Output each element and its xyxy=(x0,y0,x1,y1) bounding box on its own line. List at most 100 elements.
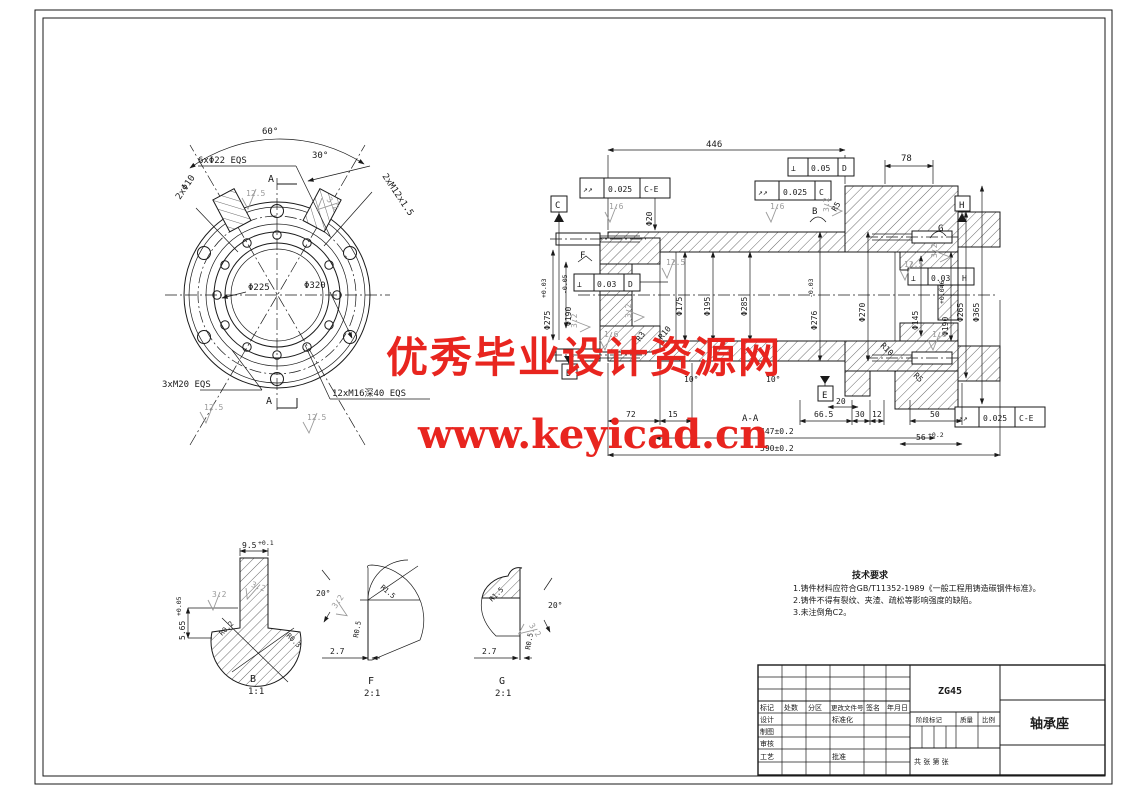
section-a-top: A xyxy=(268,174,274,185)
tb-material: ZG45 xyxy=(938,686,962,697)
svg-text:1.6: 1.6 xyxy=(932,330,947,339)
dim-phi276-tol: -0.03 xyxy=(807,278,815,298)
roughness-front-top: 12.5 xyxy=(241,188,265,211)
front-view: 60° 30° 6xΦ22 EQS 2xΦ10 2xM12x1.5 Φ225 Φ… xyxy=(162,127,430,446)
dim-phi175: Φ175 xyxy=(675,297,684,316)
tb-h-docno: 更改文件号 xyxy=(831,703,864,712)
dim-56: 56 xyxy=(916,433,926,442)
dim-50: 50 xyxy=(930,410,940,419)
svg-text:12.5: 12.5 xyxy=(666,258,685,267)
watermark-line-1: 优秀毕业设计资源网 xyxy=(386,333,782,382)
detail-g-angle: 20° xyxy=(548,601,562,610)
svg-text:↗↗: ↗↗ xyxy=(958,414,968,423)
angle-10-right: 10° xyxy=(766,375,780,384)
svg-text:0.025: 0.025 xyxy=(783,188,807,197)
dim-78: 78 xyxy=(901,154,912,164)
tb-h-zone: 分区 xyxy=(808,703,822,712)
svg-text:D: D xyxy=(566,369,571,379)
detail-marker-f: F xyxy=(577,251,593,263)
dim-phi276: Φ276 xyxy=(810,311,819,330)
svg-text:C: C xyxy=(555,201,560,211)
detail-b-dim-565-tol: +0.05 xyxy=(175,596,183,616)
svg-text:F: F xyxy=(580,251,585,261)
detail-g-r05: R0.5 xyxy=(524,632,535,650)
tb-h-mark: 标记 xyxy=(760,703,774,712)
roughness-sv-2: 1.6 xyxy=(765,202,785,224)
svg-text:12.5: 12.5 xyxy=(246,189,265,198)
detail-b-scale: 1:1 xyxy=(248,687,264,697)
tech-requirements: 技术要求 1.铸件材料应符合GB/T11352-1989《一般工程用铸造碳钢件标… xyxy=(793,569,1041,617)
svg-text:0.025: 0.025 xyxy=(983,414,1007,423)
svg-text:C: C xyxy=(819,188,824,197)
callout-2xphi10: 2xΦ10 xyxy=(174,174,197,202)
svg-text:3.2: 3.2 xyxy=(212,590,227,599)
svg-text:H: H xyxy=(959,201,964,211)
dim-phi190r-tol: +0.046 xyxy=(938,280,946,304)
rad-r5-top: R5 xyxy=(830,200,843,213)
dim-phi20: Φ20 xyxy=(645,211,654,226)
roughness-sv-7: 3.2 xyxy=(624,303,646,323)
angle-30: 30° xyxy=(312,151,328,161)
dim-phi195: Φ195 xyxy=(703,297,712,316)
datum-d: D xyxy=(561,356,578,380)
detail-f-dim-27: 2.7 xyxy=(330,647,345,656)
svg-text:G: G xyxy=(938,224,943,234)
svg-text:0.03: 0.03 xyxy=(931,274,950,283)
detail-marker-g: G xyxy=(929,224,947,239)
tb-h-sign: 签名 xyxy=(866,703,880,712)
section-a-bottom: A xyxy=(266,396,272,407)
tb-approve: 批准 xyxy=(832,752,846,761)
svg-text:3.2: 3.2 xyxy=(330,593,346,610)
datum-h: H xyxy=(954,195,971,222)
svg-text:3.2: 3.2 xyxy=(624,303,633,318)
detail-f-r15: R1.5 xyxy=(379,583,397,600)
svg-text:1.6: 1.6 xyxy=(770,202,785,211)
watermark-line-2: www.keyicad.cn xyxy=(417,411,768,458)
front-bolt-holes-outer xyxy=(197,204,357,386)
title-block: 标记 处数 分区 更改文件号 签名 年月日 设计 制图 审核 工艺 标准化 批准… xyxy=(757,664,1106,776)
tb-row-draw: 制图 xyxy=(760,727,774,736)
tech-line-2: 2.铸件不得有裂纹、夹渣、疏松等影响强度的缺陷。 xyxy=(793,595,977,605)
gdt-runout-right: ↗↗ 0.025 C xyxy=(754,180,832,201)
dim-446: 446 xyxy=(706,140,722,150)
dim-phi275: Φ275 xyxy=(543,311,552,330)
dim-20b: 20 xyxy=(836,397,846,406)
svg-text:⊥: ⊥ xyxy=(791,164,796,173)
slant-boss-right xyxy=(302,188,342,233)
svg-text:12.5: 12.5 xyxy=(904,260,923,269)
drawing-frame xyxy=(34,9,1113,785)
detail-f-title: F xyxy=(368,676,374,687)
tb-mass: 质量 xyxy=(960,715,974,724)
watermark: 优秀毕业设计资源网 www.keyicad.cn xyxy=(386,333,782,458)
detail-g-scale: 2:1 xyxy=(495,689,511,699)
svg-text:E: E xyxy=(822,391,827,401)
detail-f-r05: R0.5 xyxy=(352,620,363,638)
svg-text:B: B xyxy=(812,207,817,217)
svg-text:1.6: 1.6 xyxy=(609,202,624,211)
detail-g-title: G xyxy=(499,676,505,687)
datum-e: E xyxy=(817,376,834,402)
detail-b-dim-95-tol: +0.1 xyxy=(258,539,274,547)
callout-12xm16: 12xM16深40 EQS xyxy=(332,388,406,399)
tb-standardize: 标准化 xyxy=(832,715,853,724)
callout-6xphi22: 6xΦ22 EQS xyxy=(198,156,247,166)
roughness-sv-4: 12.5 xyxy=(899,260,923,282)
detail-f-angle: 20° xyxy=(316,589,330,598)
dim-phi145: Φ145 xyxy=(911,311,920,330)
svg-text:⊥: ⊥ xyxy=(911,274,916,283)
slant-boss-left xyxy=(212,188,252,233)
detail-b-roughness-1: 3.2 xyxy=(207,590,227,612)
gdt-perp-left: ⊥ 0.03 D xyxy=(573,273,668,292)
tech-line-1: 1.铸件材料应符合GB/T11352-1989《一般工程用铸造碳钢件标准》。 xyxy=(793,583,1041,593)
angle-60: 60° xyxy=(262,127,278,137)
tb-part-name: 轴承座 xyxy=(1030,716,1069,732)
dim-66-5: 66.5 xyxy=(814,410,833,419)
gdt-perp-top: ⊥ 0.05 D xyxy=(787,157,855,177)
svg-text:C-E: C-E xyxy=(644,185,659,194)
dim-phi190l: Φ190 xyxy=(564,307,573,326)
roughness-sv-6: 1.6 xyxy=(927,330,947,352)
detail-f-roughness: 3.2 xyxy=(330,593,348,617)
dim-phi365: Φ365 xyxy=(972,303,981,322)
svg-text:⊥: ⊥ xyxy=(577,280,582,289)
